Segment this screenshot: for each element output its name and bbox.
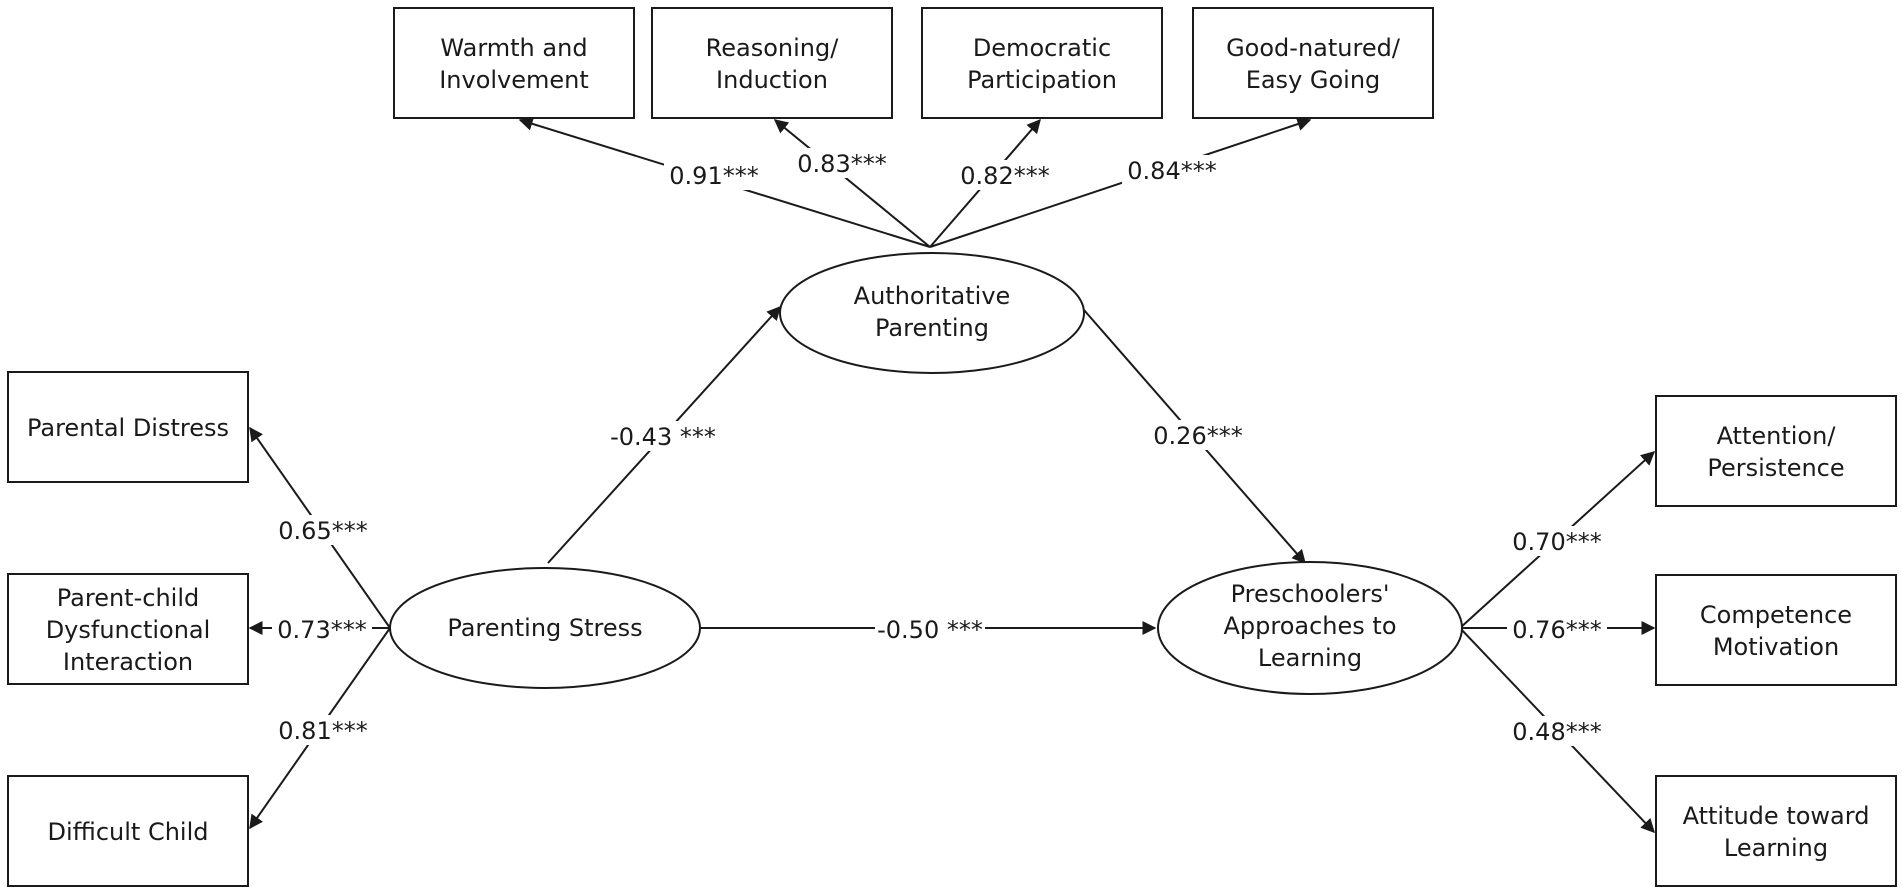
path-label-stress-approaches: -0.50 *** (875, 614, 985, 644)
loading-label-reasoning: 0.83*** (792, 148, 892, 178)
loading-label-dysfunctional: 0.73*** (272, 614, 372, 644)
svg-text:0.81***: 0.81*** (278, 717, 367, 745)
indicator-attention: Attention/ Persistence (1655, 395, 1897, 507)
loading-label-good-natured: 0.84*** (1122, 155, 1222, 185)
svg-text:Parenting: Parenting (875, 314, 989, 342)
svg-text:0.91***: 0.91*** (669, 162, 758, 190)
svg-text:Difficult Child: Difficult Child (47, 818, 208, 846)
svg-text:Parental Distress: Parental Distress (27, 414, 229, 442)
path-label-stress-authoritative: -0.43 *** (608, 421, 718, 451)
svg-text:Involvement: Involvement (439, 66, 589, 94)
svg-text:Good-natured/: Good-natured/ (1226, 34, 1401, 62)
indicator-competence: Competence Motivation (1655, 574, 1897, 686)
svg-text:Authoritative: Authoritative (854, 282, 1011, 310)
loading-label-distress: 0.65*** (273, 515, 373, 545)
loading-label-democratic: 0.82*** (955, 160, 1055, 190)
svg-text:0.70***: 0.70*** (1512, 528, 1601, 556)
svg-text:Learning: Learning (1258, 644, 1362, 672)
svg-text:Democratic: Democratic (973, 34, 1111, 62)
loading-label-competence: 0.76*** (1507, 614, 1607, 644)
svg-text:Learning: Learning (1724, 834, 1828, 862)
loading-label-difficult: 0.81*** (273, 715, 373, 745)
svg-text:Warmth and: Warmth and (440, 34, 587, 62)
indicator-attitude: Attitude toward Learning (1655, 775, 1897, 887)
svg-text:Induction: Induction (716, 66, 828, 94)
indicator-warmth: Warmth and Involvement (393, 7, 635, 119)
svg-text:0.76***: 0.76*** (1512, 616, 1601, 644)
svg-text:Parenting Stress: Parenting Stress (447, 614, 642, 642)
svg-text:Motivation: Motivation (1713, 633, 1839, 661)
svg-text:Interaction: Interaction (63, 648, 193, 676)
svg-text:Dysfunctional: Dysfunctional (46, 616, 211, 644)
path-label-authoritative-approaches: 0.26*** (1148, 420, 1248, 450)
svg-text:0.48***: 0.48*** (1512, 718, 1601, 746)
svg-text:Participation: Participation (967, 66, 1117, 94)
loading-label-warmth: 0.91*** (664, 160, 764, 190)
svg-text:-0.43 ***: -0.43 *** (610, 423, 716, 451)
svg-text:Reasoning/: Reasoning/ (706, 34, 840, 62)
svg-text:Attention/: Attention/ (1717, 422, 1837, 450)
indicator-good-natured: Good-natured/ Easy Going (1192, 7, 1434, 119)
svg-text:0.73***: 0.73*** (277, 616, 366, 644)
indicator-difficult-child: Difficult Child (7, 775, 249, 887)
svg-text:0.26***: 0.26*** (1153, 422, 1242, 450)
edge-authoritative-good-natured (929, 117, 1312, 248)
loading-label-attention: 0.70*** (1507, 526, 1607, 556)
latent-approaches-to-learning: Preschoolers' Approaches to Learning (1157, 561, 1463, 695)
latent-authoritative-parenting: Authoritative Parenting (779, 252, 1085, 374)
svg-text:Persistence: Persistence (1707, 454, 1844, 482)
edge-authoritative-reasoning (773, 119, 931, 248)
svg-text:Easy Going: Easy Going (1246, 66, 1381, 94)
svg-text:0.84***: 0.84*** (1127, 157, 1216, 185)
svg-text:Approaches to: Approaches to (1223, 612, 1396, 640)
indicator-democratic: Democratic Participation (921, 7, 1163, 119)
indicator-reasoning: Reasoning/ Induction (651, 7, 893, 119)
svg-text:0.82***: 0.82*** (960, 162, 1049, 190)
svg-text:0.83***: 0.83*** (797, 150, 886, 178)
indicator-dysfunctional: Parent-child Dysfunctional Interaction (7, 573, 249, 685)
svg-text:Parent-child: Parent-child (57, 584, 199, 612)
loading-label-attitude: 0.48*** (1507, 716, 1607, 746)
svg-text:-0.50 ***: -0.50 *** (877, 616, 983, 644)
svg-text:Competence: Competence (1700, 601, 1852, 629)
svg-text:Attitude toward: Attitude toward (1683, 802, 1870, 830)
indicator-parental-distress: Parental Distress (7, 371, 249, 483)
svg-text:Preschoolers': Preschoolers' (1231, 580, 1390, 608)
svg-text:0.65***: 0.65*** (278, 517, 367, 545)
latent-parenting-stress: Parenting Stress (389, 567, 701, 689)
